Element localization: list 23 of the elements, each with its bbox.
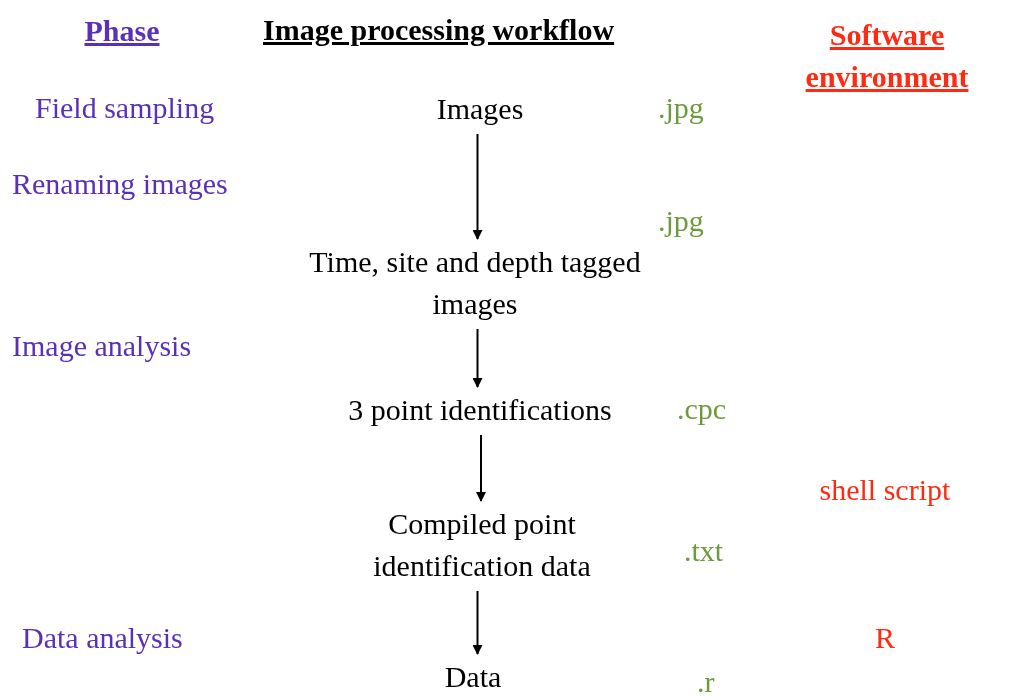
file-format-label: .jpg	[658, 90, 704, 126]
workflow-step-text: Compiled point identification data	[332, 503, 632, 587]
phase-label: Image analysis	[12, 328, 192, 364]
workflow-step-text: Images	[380, 88, 580, 130]
software-label: shell script	[819, 472, 951, 508]
workflow-step-text: Data	[413, 656, 533, 698]
diagram-title: Image processing workflow	[263, 12, 615, 48]
workflow-step-text: Time, site and depth tagged images	[305, 241, 645, 325]
arrow	[472, 328, 483, 388]
column-header: Software environment	[804, 17, 970, 95]
phase-label: Data analysis	[22, 620, 183, 656]
workflow-step-text: 3 point identifications	[300, 389, 660, 431]
column-header: Phase	[83, 13, 161, 49]
phase-label: Field sampling	[35, 90, 215, 126]
file-format-label: .txt	[684, 533, 724, 569]
file-format-label: .r	[697, 664, 715, 700]
file-format-label: .jpg	[658, 203, 704, 239]
software-label: R	[875, 620, 895, 656]
arrow	[472, 133, 483, 240]
file-format-label: .cpc	[677, 391, 727, 427]
phase-label: Renaming images	[12, 166, 228, 202]
arrow	[476, 434, 486, 502]
arrow	[472, 590, 483, 655]
